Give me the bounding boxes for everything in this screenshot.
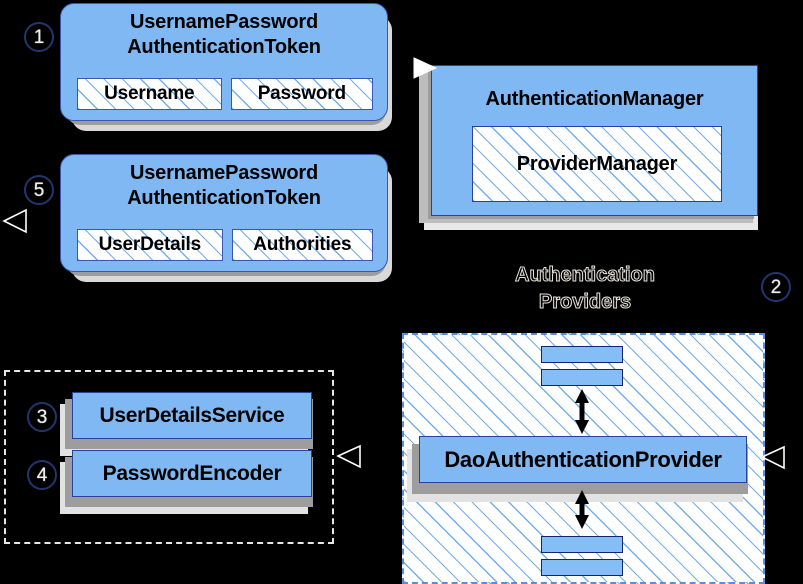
marker-3: 3 xyxy=(27,402,57,432)
auth-manager-title: AuthenticationManager xyxy=(485,88,704,110)
token-result-attr-authorities[interactable]: Authorities xyxy=(231,229,374,261)
token-request-title: UsernamePassword AuthenticationToken xyxy=(127,11,321,58)
token-result-card[interactable]: UsernamePassword AuthenticationToken Use… xyxy=(60,154,388,272)
token-result-attr-userdetails[interactable]: UserDetails xyxy=(77,229,223,261)
token-result-attributes: UserDetails Authorities xyxy=(77,229,374,261)
token-request-card[interactable]: UsernamePassword AuthenticationToken Use… xyxy=(60,3,388,121)
token-result-title: UsernamePassword AuthenticationToken xyxy=(127,162,321,209)
auth-manager-card[interactable]: AuthenticationManager ProviderManager xyxy=(431,65,758,216)
provider-out-arrow-icon xyxy=(760,445,785,470)
token-result-out-arrow-icon xyxy=(2,208,27,234)
providers-caption: Authentication Providers xyxy=(515,264,656,314)
provider-top-slot-2[interactable] xyxy=(541,369,623,386)
dependency-out-arrow-icon xyxy=(336,444,361,469)
marker-1: 1 xyxy=(24,22,54,52)
passwordencoder-card[interactable]: PasswordEncoder xyxy=(72,450,312,497)
marker-5: 5 xyxy=(24,175,54,205)
dependencies-group xyxy=(4,370,334,544)
provider-bottom-slot-1[interactable] xyxy=(541,536,623,553)
provider-bottom-slot-2[interactable] xyxy=(541,559,623,576)
dao-provider-card[interactable]: DaoAuthenticationProvider xyxy=(419,436,747,483)
provider-top-slot-1[interactable] xyxy=(541,346,623,363)
token-request-attr-username[interactable]: Username xyxy=(77,78,222,110)
marker-2: 2 xyxy=(761,272,791,302)
userdetailsservice-card[interactable]: UserDetailsService xyxy=(72,392,312,439)
provider-manager-box[interactable]: ProviderManager xyxy=(472,126,722,202)
token-request-attributes: Username Password xyxy=(77,78,373,110)
marker-4: 4 xyxy=(27,460,57,490)
token-request-attr-password[interactable]: Password xyxy=(230,78,373,110)
